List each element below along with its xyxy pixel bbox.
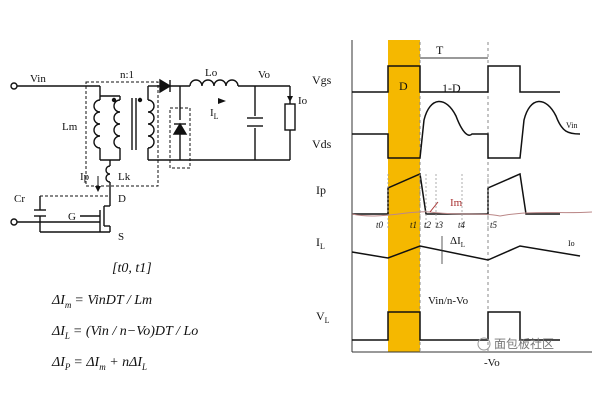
g-label: G: [68, 211, 76, 223]
watermark: 面包板社区: [477, 336, 554, 351]
signal-label-il: IL: [316, 235, 325, 251]
signal-label-ip: Ip: [316, 183, 326, 197]
lm-inductor: [93, 99, 101, 149]
time-label-t3: t3: [436, 220, 444, 230]
io-arrow-icon: [287, 96, 293, 102]
time-label-t2: t2: [424, 220, 432, 230]
vl-positive-label: Vin/n-Vo: [428, 295, 469, 307]
period-label: T: [436, 43, 444, 57]
vds-waveform: [352, 100, 581, 159]
vl-negative-label: -Vo: [484, 357, 500, 369]
time-labels: t0 t1 t2 t3 t4 t5: [376, 220, 498, 230]
time-label-t1: t1: [410, 220, 417, 230]
signal-label-vgs: Vgs: [312, 73, 332, 87]
duty-label: D: [399, 79, 408, 93]
vgs-waveform: [352, 65, 560, 93]
off-duty-label: 1-D: [442, 81, 461, 95]
lo-inductor: [189, 79, 239, 87]
vl-waveform: [352, 311, 560, 341]
primary-winding: [113, 99, 121, 149]
watermark-logo-icon: [477, 337, 491, 351]
im-waveform: [351, 211, 593, 217]
d-label: D: [118, 193, 126, 205]
signal-label-vl: VL: [316, 309, 330, 325]
period-marker: [419, 42, 489, 352]
load-resistor: [284, 103, 296, 131]
vin-label: Vin: [30, 73, 46, 85]
signal-labels: Vgs Vds Ip IL VL: [312, 73, 332, 325]
equation-3: ΔIP= ΔIm + nΔIL: [51, 355, 147, 372]
secondary-dot: [137, 97, 143, 103]
output-diode: [159, 78, 172, 94]
circuit-labels: Vin n:1 Lo Vo Io IL Lm Ip Lk Cr G D S: [14, 67, 308, 243]
il-arrow-icon: [218, 98, 226, 104]
lm-label: Lm: [62, 121, 78, 133]
circuit-schematic: [10, 78, 296, 233]
secondary-winding: [147, 99, 155, 149]
ratio-label: n:1: [120, 69, 134, 81]
ip-label: Ip: [80, 171, 90, 183]
time-markers: [387, 174, 489, 228]
equation-1: ΔIm= VinDT / Lm: [51, 293, 152, 310]
vin-terminal-top: [10, 82, 18, 90]
time-label-t4: t4: [458, 220, 466, 230]
io-small-label: Io: [568, 239, 575, 248]
im-arrow-icon: [429, 201, 439, 213]
interval-label: [t0, t1]: [112, 261, 152, 276]
il-label: IL: [210, 107, 219, 121]
s-label: S: [118, 231, 124, 243]
vin-terminal-bottom: [10, 218, 18, 226]
secondary-box: [169, 107, 191, 169]
il-waveform: [351, 245, 581, 261]
vo-label: Vo: [258, 69, 271, 81]
signal-label-vds: Vds: [312, 137, 332, 151]
vin-small-label: Vin: [566, 121, 578, 130]
delta-il-label: ΔIL: [450, 235, 465, 249]
lo-label: Lo: [205, 67, 218, 79]
io-label: Io: [298, 95, 308, 107]
equations: ΔIm= VinDT / Lm ΔIL= (Vin / n−Vo)DT / Lo…: [51, 293, 198, 372]
transformer-box: [85, 81, 159, 187]
primary-dot: [111, 97, 117, 103]
im-label: Im: [450, 197, 463, 209]
ip-arrow-icon: [95, 186, 101, 192]
freewheel-diode: [172, 122, 188, 135]
watermark-text: 面包板社区: [494, 336, 554, 351]
cr-label: Cr: [14, 193, 25, 205]
lk-inductor: [105, 165, 111, 183]
equation-2: ΔIL= (Vin / n−Vo)DT / Lo: [51, 324, 198, 341]
waveform-traces: [351, 65, 581, 341]
duty-highlight: [388, 40, 420, 352]
lk-label: Lk: [118, 171, 131, 183]
time-label-t5: t5: [490, 220, 498, 230]
time-label-t0: t0: [376, 220, 384, 230]
